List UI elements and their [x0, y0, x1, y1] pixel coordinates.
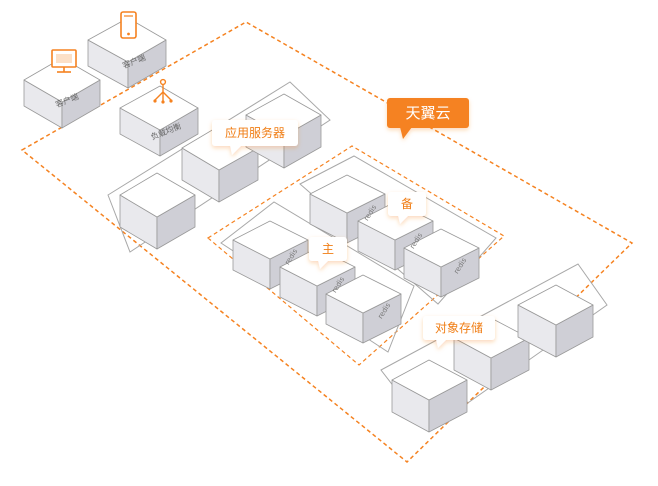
redis-box: [325, 274, 402, 344]
load-balancer-box: [119, 85, 199, 157]
cloud-boundary: [20, 21, 634, 464]
app-server-callout: [212, 120, 298, 155]
app-server-label: 应用服务器: [225, 125, 285, 140]
redis-backup-callout: [388, 192, 426, 224]
redis-master-callout: [309, 237, 347, 269]
mobile-phone-icon: [120, 11, 137, 39]
client-desktop-box: [23, 57, 101, 129]
cloud-label: 天翼云: [405, 104, 450, 122]
redis-dashed-outline: [206, 145, 506, 366]
app-server-group-outline: [107, 81, 331, 253]
object-storage-label: 对象存储: [435, 320, 483, 335]
object-storage-box: [391, 359, 468, 433]
redis-master-label: 主: [322, 242, 334, 256]
redis-backup-label: 备: [401, 197, 413, 211]
load-balancer-icon: [153, 78, 173, 104]
app-server-box: [245, 93, 322, 169]
app-server-box: [181, 125, 259, 203]
redis-box: [403, 228, 480, 298]
client-mobile-box: [87, 17, 167, 89]
cloud-callout: [387, 98, 469, 139]
app-server-box: [119, 172, 196, 250]
object-storage-callout: [423, 316, 495, 348]
object-storage-box: [517, 284, 594, 358]
desktop-monitor-icon: [51, 49, 77, 73]
